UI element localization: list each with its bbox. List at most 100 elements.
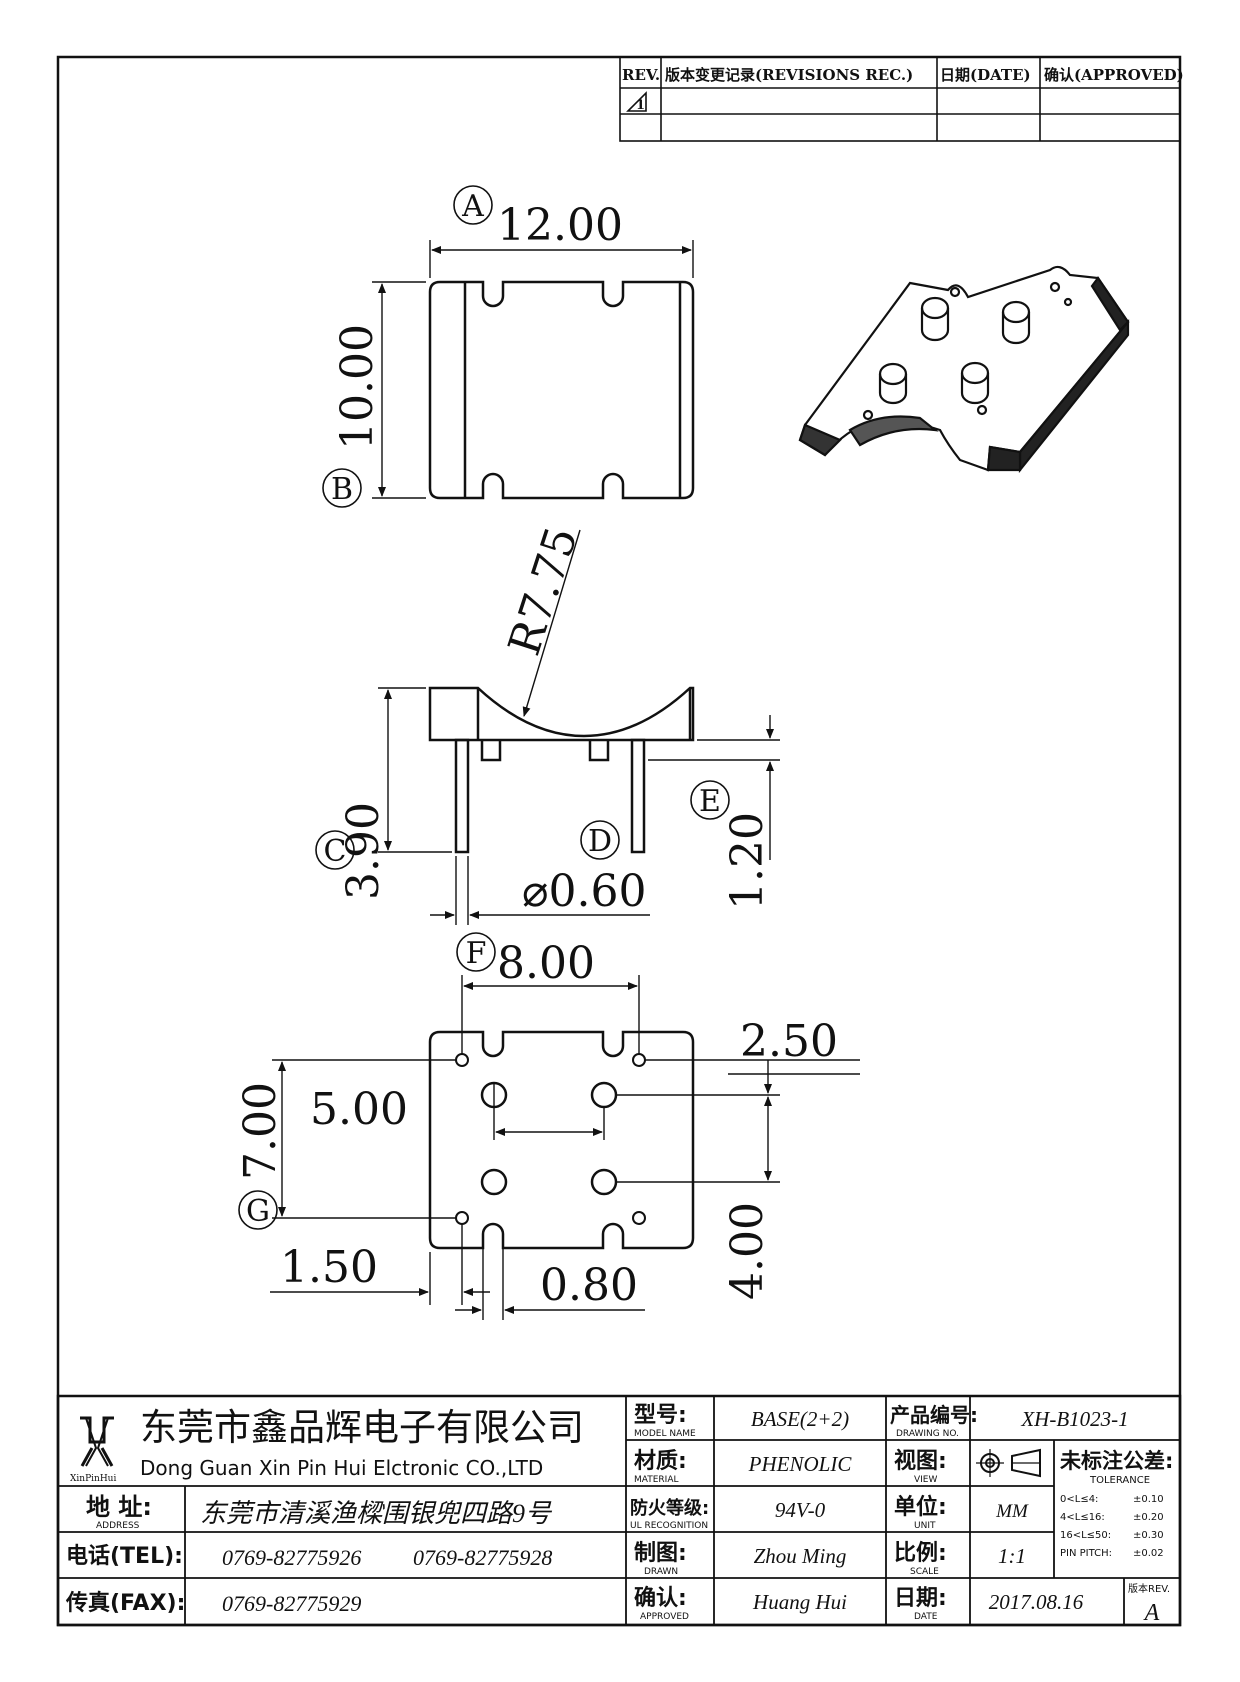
dimension-b-value: 10.00 [332,324,383,450]
label-b-circle: B [322,468,362,508]
label-a-circle: A [453,185,493,225]
unit-value: MM [995,1501,1029,1522]
label-g: G [246,1194,270,1229]
company-name-cn: 东莞市鑫品辉电子有限公司 [140,1406,584,1449]
dimension-edge-value: 1.50 [280,1242,378,1293]
dimension-e [648,715,780,860]
label-c: C [324,834,347,869]
dimension-a-value: 12.00 [497,200,623,251]
dimension-g-value: 7.00 [235,1082,286,1180]
dimension-b [372,281,426,499]
drawing-no-label-en: DRAWING NO. [896,1429,959,1439]
scale-value: 1:1 [998,1544,1026,1568]
address-label: 地 址: [86,1493,152,1521]
date-header: 日期(DATE) [940,66,1031,84]
drawn-value: Zhou Ming [754,1544,847,1568]
dimension-c [378,687,452,853]
flame-label: 防火等级: [630,1497,709,1519]
rev-header: REV. [622,66,660,84]
label-f-circle: F [456,932,496,972]
material-label-en: MATERIAL [634,1475,679,1485]
approved-label-en: APPROVED [640,1612,689,1622]
unit-label-en: UNIT [914,1521,936,1531]
tolerance-value-1: ±0.10 [1133,1494,1164,1505]
top-view [428,280,695,500]
dimension-f-value: 8.00 [497,938,595,989]
logo-text: XinPinHui [70,1474,116,1484]
dimension-a [429,240,694,278]
drawn-label: 制图: [634,1541,687,1566]
revision-triangle-icon: 1 [626,91,647,113]
flame-label-en: UL RECOGNITION [630,1521,708,1531]
label-g-circle: G [238,1190,278,1230]
isometric-view [798,265,1130,474]
unit-label: 单位: [894,1494,947,1520]
rev-label: 版本REV. [1128,1582,1170,1595]
tolerance-range-1: 0<L≤4: [1060,1494,1098,1505]
side-view [428,686,695,854]
rev-value: A [1143,1600,1160,1626]
dimension-f [461,975,640,1054]
dimension-pitch-y [616,1096,780,1183]
address-value: 东莞市清溪渔樑围银兜四路9号 [200,1499,553,1528]
approved-label: 确认: [634,1585,687,1611]
rev-symbol: 1 [636,98,645,113]
label-b: B [331,472,353,507]
model-value: BASE(2+2) [751,1407,849,1431]
dimension-d-value: ⌀0.60 [522,866,646,917]
dimension-pitch-y-value: 4.00 [722,1202,773,1300]
tolerance-label: 未标注公差: [1060,1449,1173,1473]
tolerance-range-2: 4<L≤16: [1060,1512,1105,1523]
dimension-radius-value: R7.75 [499,521,588,661]
dimension-e-value: 1.20 [722,812,773,910]
dimension-d [430,856,650,925]
label-d: D [588,824,612,859]
scale-label: 比例: [894,1541,947,1566]
tolerance-value-4: ±0.02 [1133,1548,1164,1559]
label-e: E [699,784,721,819]
dimension-c-value: 3.90 [338,802,389,900]
dimension-offset-y-value: 2.50 [740,1016,838,1067]
dimension-slot [455,1244,645,1320]
fax-value: 0769-82775929 [222,1591,361,1616]
address-label-en: ADDRESS [96,1521,140,1531]
material-label: 材质: [634,1449,687,1474]
label-e-circle: E [690,780,730,820]
view-label: 视图: [894,1448,947,1474]
model-label-en: MODEL NAME [634,1429,696,1439]
dimension-pitch-x-value: 5.00 [310,1084,408,1135]
dimension-slot-value: 0.80 [540,1260,638,1311]
tel-value-1: 0769-82775926 [222,1545,361,1570]
revisions-header: 版本变更记录(REVISIONS REC.) [665,66,913,84]
model-label: 型号: [634,1403,687,1428]
drawing-no-value: XH-B1023-1 [1020,1407,1128,1431]
drawn-label-en: DRAWN [644,1567,678,1577]
dimension-radius [522,529,581,717]
dimension-g [272,1059,456,1219]
tolerance-range-4: PIN PITCH: [1060,1548,1112,1559]
label-f: F [466,936,487,971]
material-value: PHENOLIC [748,1452,853,1476]
projection-symbol-icon [976,1448,1041,1478]
tolerance-value-3: ±0.30 [1133,1530,1164,1541]
tolerance-value-2: ±0.20 [1133,1512,1164,1523]
approved-header: 确认(APPROVED) [1044,66,1184,84]
revision-block [619,56,1181,142]
dimension-offset-y [616,1059,860,1096]
view-label-en: VIEW [914,1475,937,1485]
dimension-pitch-x [493,1083,605,1140]
tel-value-2: 0769-82775928 [413,1545,552,1570]
date-value: 2017.08.16 [989,1590,1084,1614]
company-name-en: Dong Guan Xin Pin Hui Elctronic CO.,LTD [140,1456,543,1480]
dimension-edge [270,1224,490,1305]
tel-label: 电话(TEL): [66,1544,183,1569]
label-d-circle: D [580,820,620,860]
fax-label: 传真(FAX): [65,1590,185,1616]
company-logo [80,1416,114,1467]
bottom-view [428,1030,695,1250]
date-label: 日期: [894,1586,947,1611]
tolerance-range-3: 16<L≤50: [1060,1530,1111,1541]
flame-value: 94V-0 [775,1498,826,1522]
date-label-en: DATE [914,1612,938,1622]
